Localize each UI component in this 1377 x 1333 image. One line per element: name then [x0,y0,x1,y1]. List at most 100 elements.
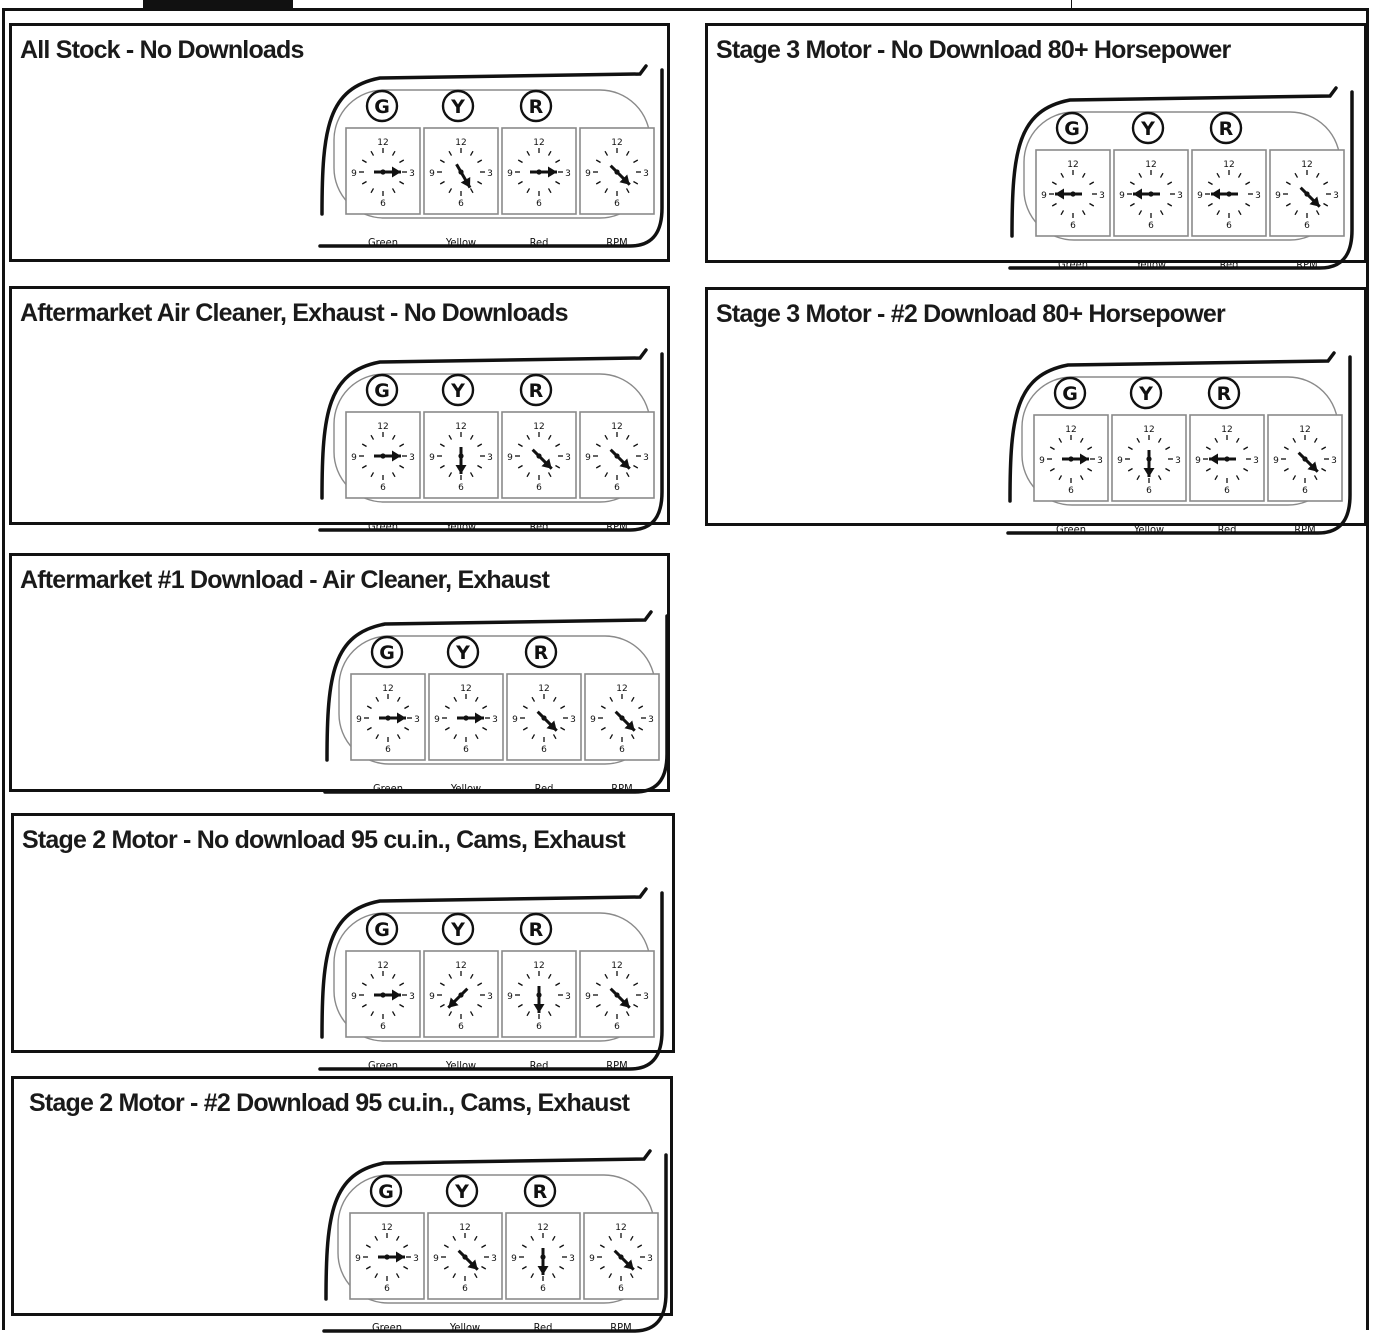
gauge-caption-green: Green [368,1059,398,1072]
dial-number: 9 [429,169,435,179]
gauge-cluster-svg: GYR12369Green12369Yellow12369Red12369RPM [314,1133,664,1313]
dial-number: 6 [614,1022,620,1032]
indicator-light-red: R [521,914,551,944]
dial-number: 3 [409,453,415,463]
light-letter: G [374,380,390,402]
dial-number: 9 [351,169,357,179]
indicator-light-red: R [521,375,551,405]
gauge-caption-yellow: Yellow [450,782,481,795]
dial-number: 12 [537,1223,548,1233]
indicator-light-yellow: Y [443,914,473,944]
dial-number: 9 [507,992,513,1002]
dial-yellow: 12369 [429,674,503,760]
dial-number: 12 [611,138,622,148]
gauge-cluster-svg: GYR12369Green12369Yellow12369Red12369RPM [315,594,665,774]
gauge-cluster-svg: GYR12369Green12369Yellow12369Red12369RPM [998,335,1348,515]
dial-rpm: 12369 [1270,150,1344,236]
indicator-light-green: G [372,637,402,667]
light-letter: Y [454,1181,469,1203]
gauge-cluster: GYR12369Green12369Yellow12369Red12369RPM [1000,70,1350,250]
gauge-caption-green: Green [368,236,398,249]
dial-number: 9 [590,715,596,725]
dial-number: 9 [1117,456,1123,466]
light-letter: R [1219,118,1234,140]
gauge-cluster-svg: GYR12369Green12369Yellow12369Red12369RPM [1000,70,1350,250]
dial-number: 6 [462,1284,468,1294]
dial-number: 3 [570,715,576,725]
dial-number: 3 [1255,191,1261,201]
dial-number: 9 [429,992,435,1002]
gauge-caption-rpm: RPM [606,236,627,249]
dial-number: 12 [1145,160,1156,170]
dial-number: 3 [487,453,493,463]
setting-panel-aftermarket-download-1: Aftermarket #1 Download - Air Cleaner, E… [9,553,670,792]
dial-number: 12 [455,138,466,148]
light-letter: R [529,96,544,118]
gauge-cluster-svg: GYR12369Green12369Yellow12369Red12369RPM [310,48,660,228]
dial-red: 12369 [1190,415,1264,501]
dial-number: 9 [1039,456,1045,466]
gauge-cluster: GYR12369Green12369Yellow12369Red12369RPM [315,594,665,774]
dial-number: 3 [409,992,415,1002]
indicator-light-yellow: Y [448,637,478,667]
dial-number: 12 [533,422,544,432]
dial-number: 6 [1226,221,1232,231]
dial-number: 9 [434,715,440,725]
gauge-caption-red: Red [530,1059,549,1072]
dial-yellow: 12369 [424,951,498,1037]
dial-number: 6 [541,745,547,755]
dial-number: 3 [409,169,415,179]
dial-number: 3 [643,169,649,179]
dial-number: 6 [380,199,386,209]
light-letter: Y [450,919,465,941]
gauge-caption-rpm: RPM [611,782,632,795]
dial-number: 9 [433,1254,439,1264]
dial-number: 9 [429,453,435,463]
dial-number: 3 [1333,191,1339,201]
light-letter: G [379,642,395,664]
setting-panel-all-stock: All Stock - No Downloads GYR12369Green12… [9,23,670,262]
dial-number: 12 [533,961,544,971]
light-letter: G [1062,383,1078,405]
dial-number: 9 [1273,456,1279,466]
gauge-cluster-svg: GYR12369Green12369Yellow12369Red12369RPM [310,871,660,1051]
dial-number: 9 [585,992,591,1002]
dial-number: 3 [1253,456,1259,466]
gauge-caption-rpm: RPM [1294,523,1315,536]
indicator-light-red: R [1211,113,1241,143]
dial-number: 12 [1065,425,1076,435]
header-divider [1071,0,1072,9]
dial-number: 12 [460,684,471,694]
panel-title: Stage 3 Motor - No Download 80+ Horsepow… [716,36,1230,65]
dial-number: 3 [1177,191,1183,201]
dial-number: 9 [355,1254,361,1264]
dial-rpm: 12369 [580,951,654,1037]
dial-number: 6 [385,745,391,755]
dial-number: 12 [459,1223,470,1233]
dial-number: 6 [1146,486,1152,496]
panel-title: Stage 2 Motor - No download 95 cu.in., C… [22,826,625,855]
dial-number: 6 [1304,221,1310,231]
panel-title: Aftermarket Air Cleaner, Exhaust - No Do… [20,299,568,328]
dial-number: 6 [384,1284,390,1294]
dial-number: 6 [536,483,542,493]
gauge-caption-rpm: RPM [606,520,627,533]
dial-number: 3 [491,1254,497,1264]
dial-number: 12 [455,961,466,971]
gauge-caption-yellow: Yellow [449,1321,480,1333]
gauge-caption-yellow: Yellow [445,236,476,249]
dial-number: 9 [1041,191,1047,201]
dial-number: 6 [458,1022,464,1032]
gauge-cluster-svg: GYR12369Green12369Yellow12369Red12369RPM [310,332,660,512]
dial-number: 6 [380,483,386,493]
dial-number: 12 [1299,425,1310,435]
indicator-light-green: G [367,914,397,944]
dial-number: 9 [1197,191,1203,201]
dial-number: 6 [458,199,464,209]
dial-number: 3 [647,1254,653,1264]
dial-number: 3 [414,715,420,725]
dial-yellow: 12369 [1112,415,1186,501]
dial-number: 6 [1068,486,1074,496]
